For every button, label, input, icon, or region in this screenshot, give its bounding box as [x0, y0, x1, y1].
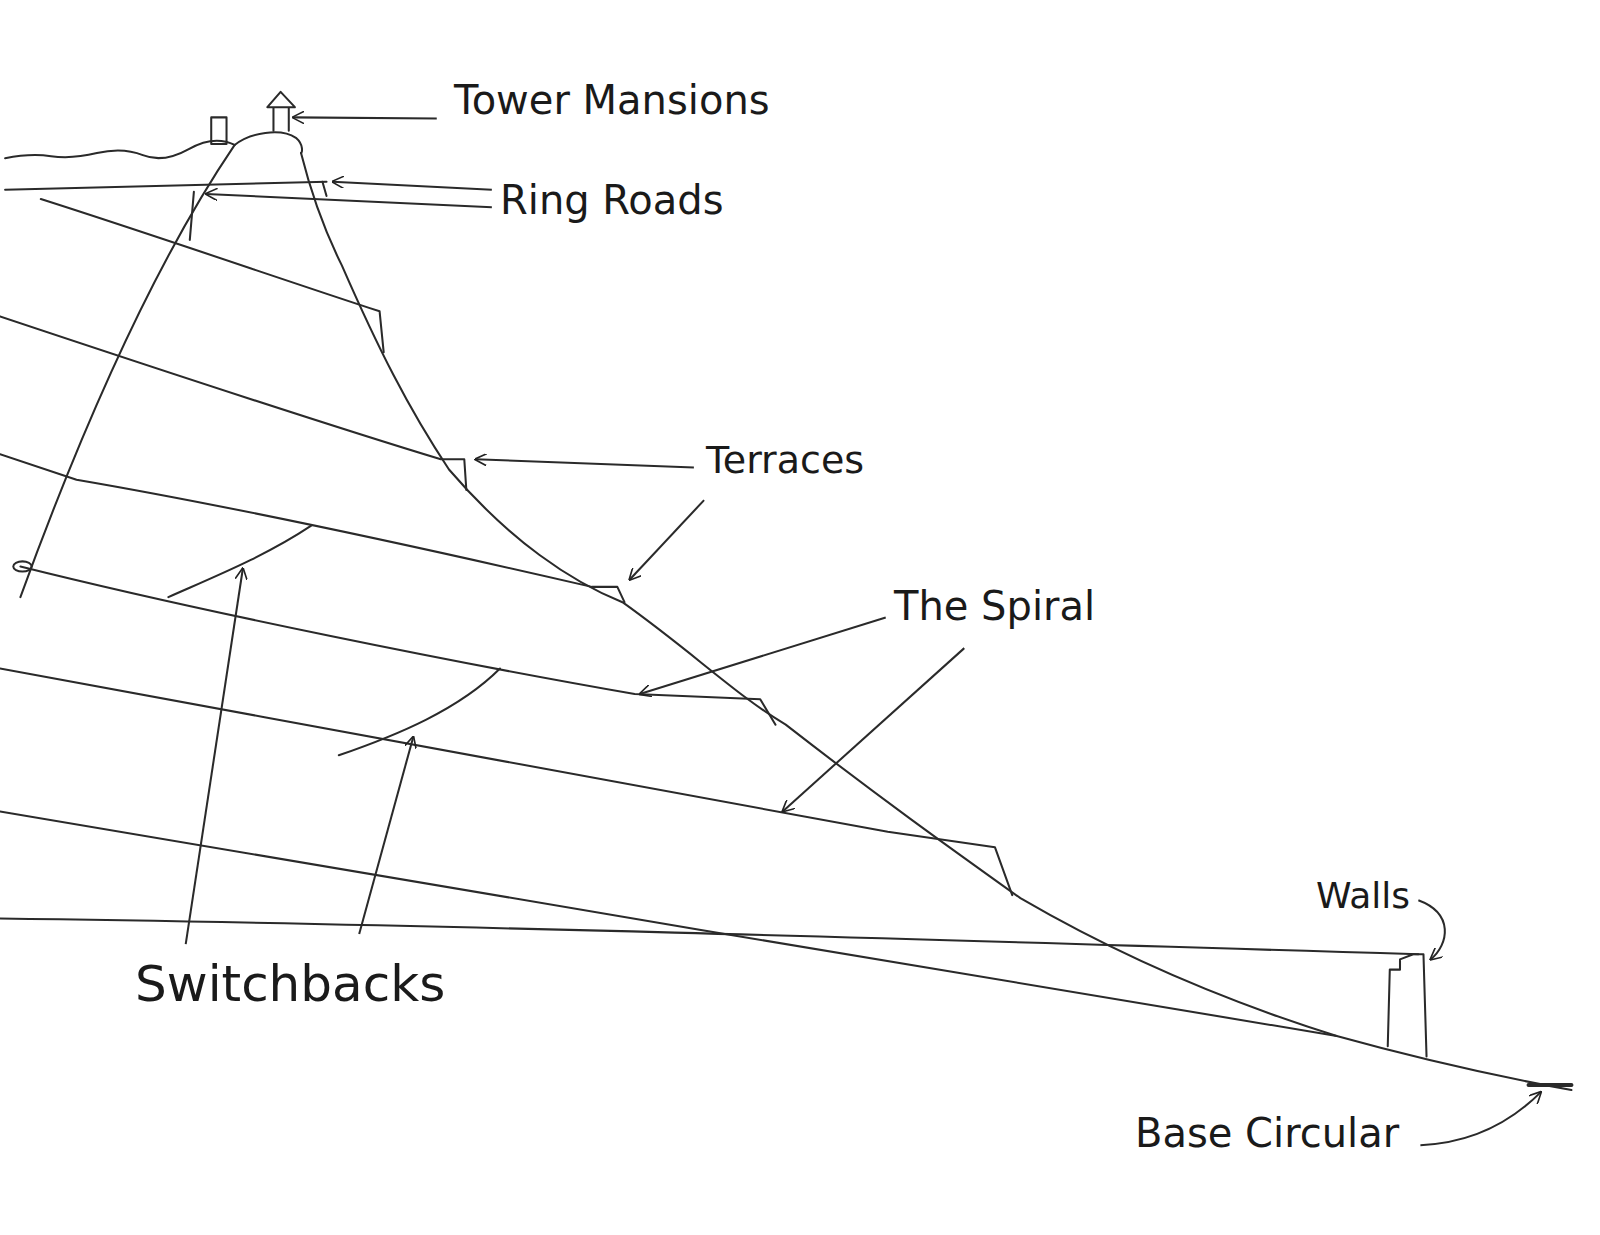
- leader-arrow: [1418, 900, 1444, 959]
- spiral-road: [0, 669, 1012, 896]
- ring-road: [5, 182, 326, 190]
- spiral-road: [0, 919, 1418, 955]
- leader-arrow: [293, 117, 437, 118]
- mountain-left-flank: [20, 132, 302, 597]
- sketch-label: Walls: [1316, 878, 1410, 914]
- spiral-road: [20, 566, 775, 724]
- rope-knot: [13, 561, 31, 571]
- spiral-road: [0, 454, 624, 602]
- small-tower: [211, 117, 226, 144]
- ring-road-walls: [190, 182, 327, 240]
- mountain-right-flank: [301, 153, 1571, 1090]
- spiral-road: [0, 316, 466, 490]
- leader-arrow: [640, 618, 886, 695]
- sketch-label: The Spiral: [894, 586, 1095, 626]
- sketch-label: Switchbacks: [135, 959, 445, 1009]
- spiral-road: [41, 199, 384, 352]
- sketch-label: Base Circular: [1135, 1113, 1399, 1153]
- leader-arrow: [783, 648, 965, 811]
- leader-arrow: [206, 194, 492, 207]
- leader-arrow: [476, 459, 694, 467]
- leader-arrow: [1420, 1092, 1540, 1145]
- leader-arrow: [333, 182, 492, 190]
- leader-arrow: [630, 500, 704, 580]
- sketch-label: Ring Roads: [500, 180, 724, 220]
- switchback: [339, 669, 500, 756]
- leader-arrow: [186, 569, 243, 945]
- tower-mansion: [267, 92, 295, 131]
- leader-arrow: [359, 737, 413, 934]
- sketch-label: Tower Mansions: [454, 80, 770, 120]
- base-circular-mark: [1529, 1083, 1572, 1087]
- horizon-line: [5, 141, 235, 159]
- sketch-label: Terraces: [706, 441, 864, 479]
- city-walls: [1388, 954, 1427, 1056]
